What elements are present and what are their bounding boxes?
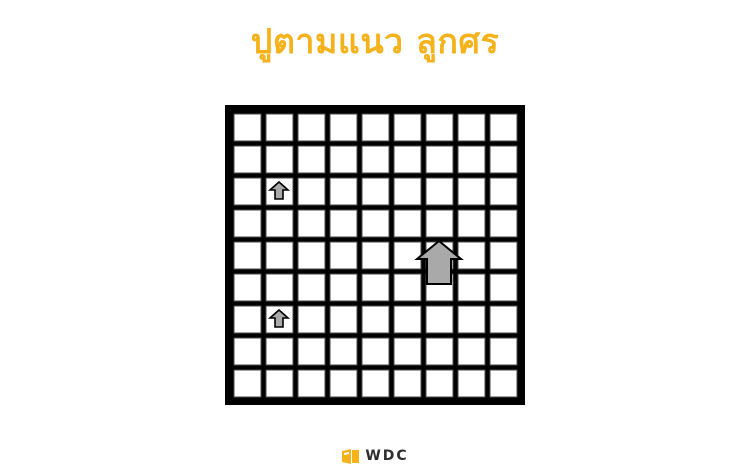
board-cell[interactable] [329, 177, 358, 206]
board-cell[interactable] [425, 337, 454, 366]
board-cell[interactable] [361, 305, 390, 334]
board-cell[interactable] [393, 273, 422, 302]
board-cell[interactable] [457, 337, 486, 366]
board-cell[interactable] [265, 209, 294, 238]
board-cell[interactable] [425, 369, 454, 398]
board-cell[interactable] [489, 241, 518, 270]
board-cell[interactable] [425, 209, 454, 238]
board-cell[interactable] [329, 113, 358, 142]
board-cell[interactable] [361, 209, 390, 238]
board-cell[interactable] [329, 337, 358, 366]
board-cell[interactable] [425, 177, 454, 206]
board-cell[interactable] [265, 273, 294, 302]
wdc-logo-icon [342, 448, 360, 464]
board-cell[interactable] [233, 113, 262, 142]
board-cell[interactable] [393, 145, 422, 174]
board-cell[interactable] [425, 113, 454, 142]
board-cell[interactable] [233, 209, 262, 238]
board-cell[interactable] [489, 177, 518, 206]
board-cell[interactable] [361, 145, 390, 174]
board-cell[interactable] [329, 305, 358, 334]
board-cell[interactable] [233, 337, 262, 366]
board-cell[interactable] [329, 369, 358, 398]
board-cell[interactable] [393, 241, 422, 270]
board-cell[interactable] [233, 241, 262, 270]
board-cell[interactable] [361, 113, 390, 142]
board-cell[interactable] [489, 113, 518, 142]
arrow-up-icon [414, 239, 464, 285]
board-cell[interactable] [233, 145, 262, 174]
page-title: ปูตามแนว ลูกศร [250, 22, 500, 62]
brand-name: WDC [365, 448, 409, 464]
board-cell[interactable] [393, 209, 422, 238]
board-cell[interactable] [329, 273, 358, 302]
board-cell[interactable] [329, 241, 358, 270]
board-cell[interactable] [297, 177, 326, 206]
board-cell[interactable] [233, 369, 262, 398]
arrow-up-icon [267, 180, 291, 200]
board-cell[interactable] [425, 145, 454, 174]
board-cell[interactable] [361, 241, 390, 270]
board-cell[interactable] [329, 145, 358, 174]
board-cell[interactable] [457, 177, 486, 206]
board-cell[interactable] [265, 241, 294, 270]
arrow-up-icon [267, 308, 291, 328]
board-cell[interactable] [393, 305, 422, 334]
board-cell[interactable] [393, 177, 422, 206]
board-cell[interactable] [233, 177, 262, 206]
board-cell[interactable] [393, 369, 422, 398]
board-cell[interactable] [297, 337, 326, 366]
board-cell[interactable] [297, 145, 326, 174]
board-cell[interactable] [457, 145, 486, 174]
board-cell[interactable] [393, 337, 422, 366]
board-cell[interactable] [361, 273, 390, 302]
board-cell[interactable] [457, 113, 486, 142]
board-cell[interactable] [297, 241, 326, 270]
board-cell[interactable] [489, 273, 518, 302]
board-cell[interactable] [329, 209, 358, 238]
board-cell[interactable] [457, 209, 486, 238]
board-cell[interactable] [489, 145, 518, 174]
board-cell[interactable] [361, 337, 390, 366]
board-cell[interactable] [233, 305, 262, 334]
board-cell[interactable] [265, 113, 294, 142]
board-cell[interactable] [393, 113, 422, 142]
board-cell[interactable] [233, 273, 262, 302]
board-cell[interactable] [489, 369, 518, 398]
board-cell[interactable] [297, 209, 326, 238]
game-board [225, 105, 525, 405]
board-cell[interactable] [489, 305, 518, 334]
board-cell[interactable] [457, 241, 486, 270]
board-cell[interactable] [457, 305, 486, 334]
board-cell[interactable] [489, 337, 518, 366]
board-cell[interactable] [297, 369, 326, 398]
board-cell[interactable] [265, 145, 294, 174]
board-cell[interactable] [425, 305, 454, 334]
board-cell[interactable] [265, 337, 294, 366]
board-cell[interactable] [297, 113, 326, 142]
brand-footer: WDC [0, 444, 750, 468]
board-cell[interactable] [457, 369, 486, 398]
board-cell[interactable] [297, 305, 326, 334]
board-cell[interactable] [265, 369, 294, 398]
board-cell[interactable] [297, 273, 326, 302]
board-cell[interactable] [489, 209, 518, 238]
board-cell[interactable] [361, 369, 390, 398]
board-cell[interactable] [361, 177, 390, 206]
board-cell[interactable] [457, 273, 486, 302]
